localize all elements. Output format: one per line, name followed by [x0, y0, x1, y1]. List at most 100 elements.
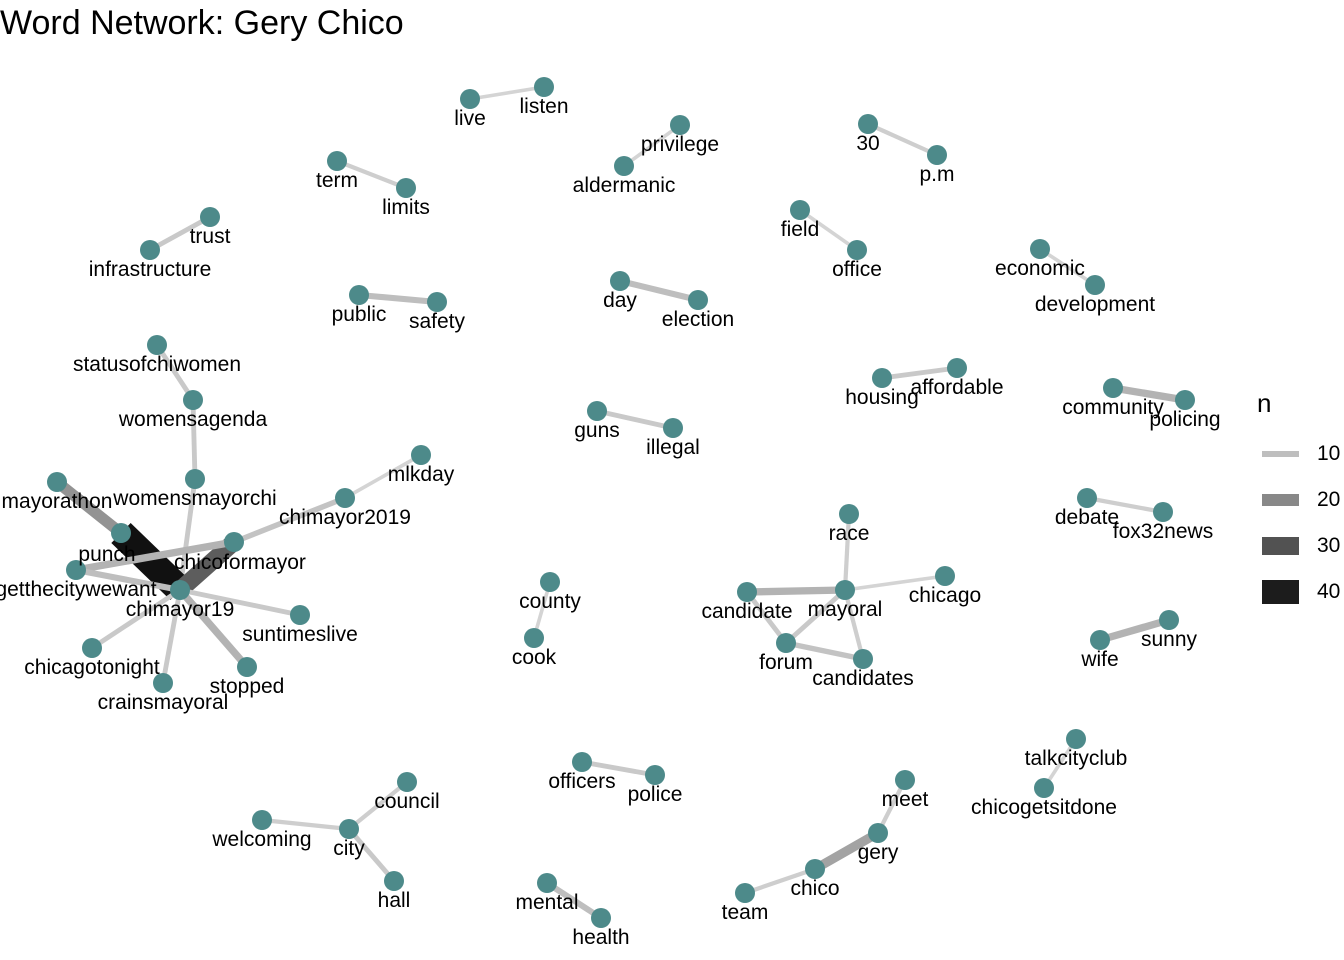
- network-edge-punch-chimayor19: [111, 523, 190, 600]
- network-edge-wife-sunny: [1098, 616, 1171, 644]
- network-node-getthecitywewant: [66, 560, 86, 580]
- node-label-punch: punch: [78, 543, 135, 566]
- legend-label: 10: [1317, 442, 1341, 465]
- legend-key-bar: [1262, 493, 1299, 507]
- network-node-chicoformayor: [224, 532, 244, 552]
- network-node-policing: [1175, 390, 1195, 410]
- network-edge-forum-candidates: [785, 640, 864, 662]
- node-label-chicago: chicago: [909, 584, 981, 607]
- node-label-guns: guns: [574, 419, 620, 442]
- node-label-candidates: candidates: [812, 667, 914, 690]
- legend-label: 40: [1317, 580, 1341, 603]
- network-node-listen: [534, 77, 554, 97]
- network-edge-trust-infrastructure: [148, 214, 212, 253]
- network-node-limits: [396, 178, 416, 198]
- node-label-womensagenda: womensagenda: [118, 408, 268, 431]
- node-label-mayoral: mayoral: [808, 598, 883, 621]
- node-label-wife: wife: [1080, 648, 1118, 671]
- network-edge-race-mayoral: [842, 513, 852, 591]
- network-node-debate: [1077, 488, 1097, 508]
- network-node-council: [397, 772, 417, 792]
- network-node-statusofchiwomen: [147, 335, 167, 355]
- network-node-race: [839, 504, 859, 524]
- legend-key-swatch: [1262, 484, 1299, 516]
- network-edge-chimayor19-chicagotonight: [90, 587, 182, 651]
- node-label-statusofchiwomen: statusofchiwomen: [73, 353, 241, 376]
- node-label-meet: meet: [882, 788, 929, 811]
- network-node-housing: [872, 368, 892, 388]
- network-node-infrastructure: [140, 240, 160, 260]
- network-edge-mlkday-chimayor2019: [344, 453, 422, 500]
- network-node-chico: [805, 859, 825, 879]
- node-label-council: council: [374, 790, 439, 813]
- network-node-officers: [572, 752, 592, 772]
- network-node-illegal: [663, 418, 683, 438]
- node-label-getthecitywewant: getthecitywewant: [0, 578, 157, 601]
- legend-item: 40: [1262, 576, 1342, 608]
- network-node-office: [847, 240, 867, 260]
- network-node-talkcityclub: [1066, 729, 1086, 749]
- node-label-chicoformayor: chicoformayor: [174, 551, 306, 574]
- network-edge-chicoformayor-chimayor19: [174, 535, 240, 597]
- node-label-suntimeslive: suntimeslive: [242, 623, 358, 646]
- network-node-development: [1085, 275, 1105, 295]
- network-edge-statusofchiwomen-womensagenda: [154, 343, 196, 402]
- network-edge-mental-health: [545, 880, 603, 921]
- network-node-city: [339, 819, 359, 839]
- network-node-community: [1103, 378, 1123, 398]
- node-label-day: day: [603, 289, 637, 312]
- legend-key-swatch: [1262, 530, 1299, 562]
- network-edge-womensmayorchi-chimayor19: [177, 478, 198, 591]
- network-node-aldermanic: [614, 156, 634, 176]
- network-node-cook: [524, 628, 544, 648]
- node-label-policing: policing: [1149, 408, 1220, 431]
- node-label-chimayor2019: chimayor2019: [279, 506, 411, 529]
- network-edge-mayorathon-punch: [53, 477, 125, 538]
- network-node-term: [327, 151, 347, 171]
- chart-title: Word Network: Gery Chico: [0, 4, 404, 42]
- network-node-police: [645, 765, 665, 785]
- network-node-forum: [776, 633, 796, 653]
- network-edge-chimayor2019-chicoformayor: [232, 495, 347, 545]
- node-label-debate: debate: [1055, 506, 1119, 529]
- network-edge-officers-police: [581, 759, 656, 778]
- network-edge-mayoral-forum: [784, 588, 847, 645]
- legend-title: n: [1257, 388, 1272, 418]
- node-label-development: development: [1035, 293, 1155, 316]
- node-label-police: police: [628, 783, 683, 806]
- node-label-election: election: [662, 308, 734, 331]
- node-label-welcoming: welcoming: [211, 828, 311, 851]
- node-label-trust: trust: [190, 225, 231, 248]
- network-edge-chimayor19-stopped: [177, 587, 250, 670]
- network-edge-welcoming-city: [261, 817, 350, 832]
- network-edge-chimayor19-crainsmayoral: [160, 589, 183, 684]
- node-label-womensmayorchi: womensmayorchi: [112, 487, 276, 510]
- legend-item: 30: [1262, 530, 1342, 562]
- network-edge-community-policing: [1112, 384, 1186, 404]
- network-node-team: [735, 883, 755, 903]
- network-node-live: [460, 89, 480, 109]
- node-label-forum: forum: [759, 651, 813, 674]
- network-node-mental: [537, 873, 557, 893]
- network-edge-chicoformayor-getthecitywewant: [75, 538, 235, 574]
- network-node-fox32news: [1153, 502, 1173, 522]
- node-label-mental: mental: [515, 891, 578, 914]
- network-node-health: [591, 908, 611, 928]
- network-edge-guns-illegal: [596, 408, 674, 431]
- node-label-chicagotonight: chicagotonight: [24, 656, 160, 679]
- node-layer: [47, 77, 1195, 928]
- network-edge-mayoral-candidates: [842, 589, 866, 660]
- node-label-cook: cook: [512, 646, 557, 669]
- network-node-sunny: [1159, 610, 1179, 630]
- node-label-mayorathon: mayorathon: [2, 490, 113, 513]
- node-label-infrastructure: infrastructure: [89, 258, 212, 281]
- network-node-affordable: [947, 358, 967, 378]
- node-label-economic: economic: [995, 257, 1085, 280]
- word-network-graph: livelistenprivilegealdermanic30p.mtermli…: [0, 77, 1221, 949]
- network-edge-public-safety: [358, 291, 438, 306]
- network-node-chimayor2019: [335, 488, 355, 508]
- network-edge-gery-chico: [812, 829, 881, 873]
- network-node-election: [688, 290, 708, 310]
- network-edge-getthecitywewant-chimayor19: [75, 567, 181, 593]
- node-label-term: term: [316, 169, 358, 192]
